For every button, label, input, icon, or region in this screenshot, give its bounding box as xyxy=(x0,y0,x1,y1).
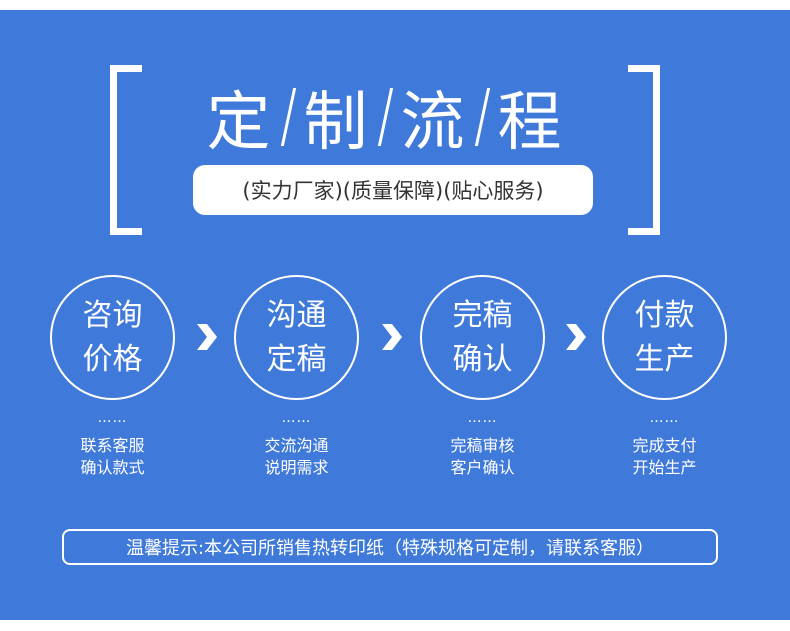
chevron-right-icon xyxy=(197,324,217,350)
step-description-line: 完稿审核 xyxy=(450,436,515,455)
step-pay-produce: 付款 生产 xyxy=(602,275,727,400)
step-description: 完稿审核 客户确认 xyxy=(420,435,545,479)
title-char: 流 xyxy=(400,86,467,160)
title-char: 定 xyxy=(206,86,273,160)
step-description-line: 完成支付 xyxy=(632,436,697,455)
step-description-line: 说明需求 xyxy=(264,458,329,477)
step-dots: …… xyxy=(97,410,128,426)
notice-banner: 温馨提示:本公司所销售热转印纸（特殊规格可定制，请联系客服） xyxy=(62,529,718,565)
step-label: 付款 生产 xyxy=(634,297,695,377)
step-label: 咨询 价格 xyxy=(82,297,143,377)
step-consult-price: 咨询 价格 xyxy=(50,275,175,400)
step-description-line: 联系客服 xyxy=(80,436,145,455)
process-banner: 定 制 流 程 (实力厂家)(质量保障)(贴心服务) 咨询 价格 沟通 定稿 xyxy=(0,10,790,620)
step-dots: …… xyxy=(649,410,680,426)
title-char: 制 xyxy=(303,86,370,160)
subtitle-text: (实力厂家)(质量保障)(贴心服务) xyxy=(242,179,544,203)
step-description-line: 交流沟通 xyxy=(264,436,329,455)
right-bracket-decoration xyxy=(628,65,660,235)
step-description: 交流沟通 说明需求 xyxy=(234,435,359,479)
page-title: 定 制 流 程 xyxy=(150,72,620,162)
step-label: 完稿 确认 xyxy=(452,297,513,377)
step-label: 沟通 定稿 xyxy=(266,297,327,377)
step-draft-confirm: 完稿 确认 xyxy=(420,275,545,400)
step-description-line: 客户确认 xyxy=(450,458,515,477)
step-description-line: 确认款式 xyxy=(80,458,145,477)
step-description: 完成支付 开始生产 xyxy=(602,435,727,479)
step-dots: …… xyxy=(467,410,498,426)
title-char: 程 xyxy=(497,86,564,160)
left-bracket-decoration xyxy=(110,65,142,235)
step-dots: …… xyxy=(281,410,312,426)
step-communicate-finalize: 沟通 定稿 xyxy=(234,275,359,400)
chevron-right-icon xyxy=(382,324,402,350)
step-description-line: 开始生产 xyxy=(632,458,697,477)
notice-text: 温馨提示:本公司所销售热转印纸（特殊规格可定制，请联系客服） xyxy=(125,538,655,559)
chevron-right-icon xyxy=(566,324,586,350)
subtitle-pill: (实力厂家)(质量保障)(贴心服务) xyxy=(193,165,593,215)
step-description: 联系客服 确认款式 xyxy=(50,435,175,479)
